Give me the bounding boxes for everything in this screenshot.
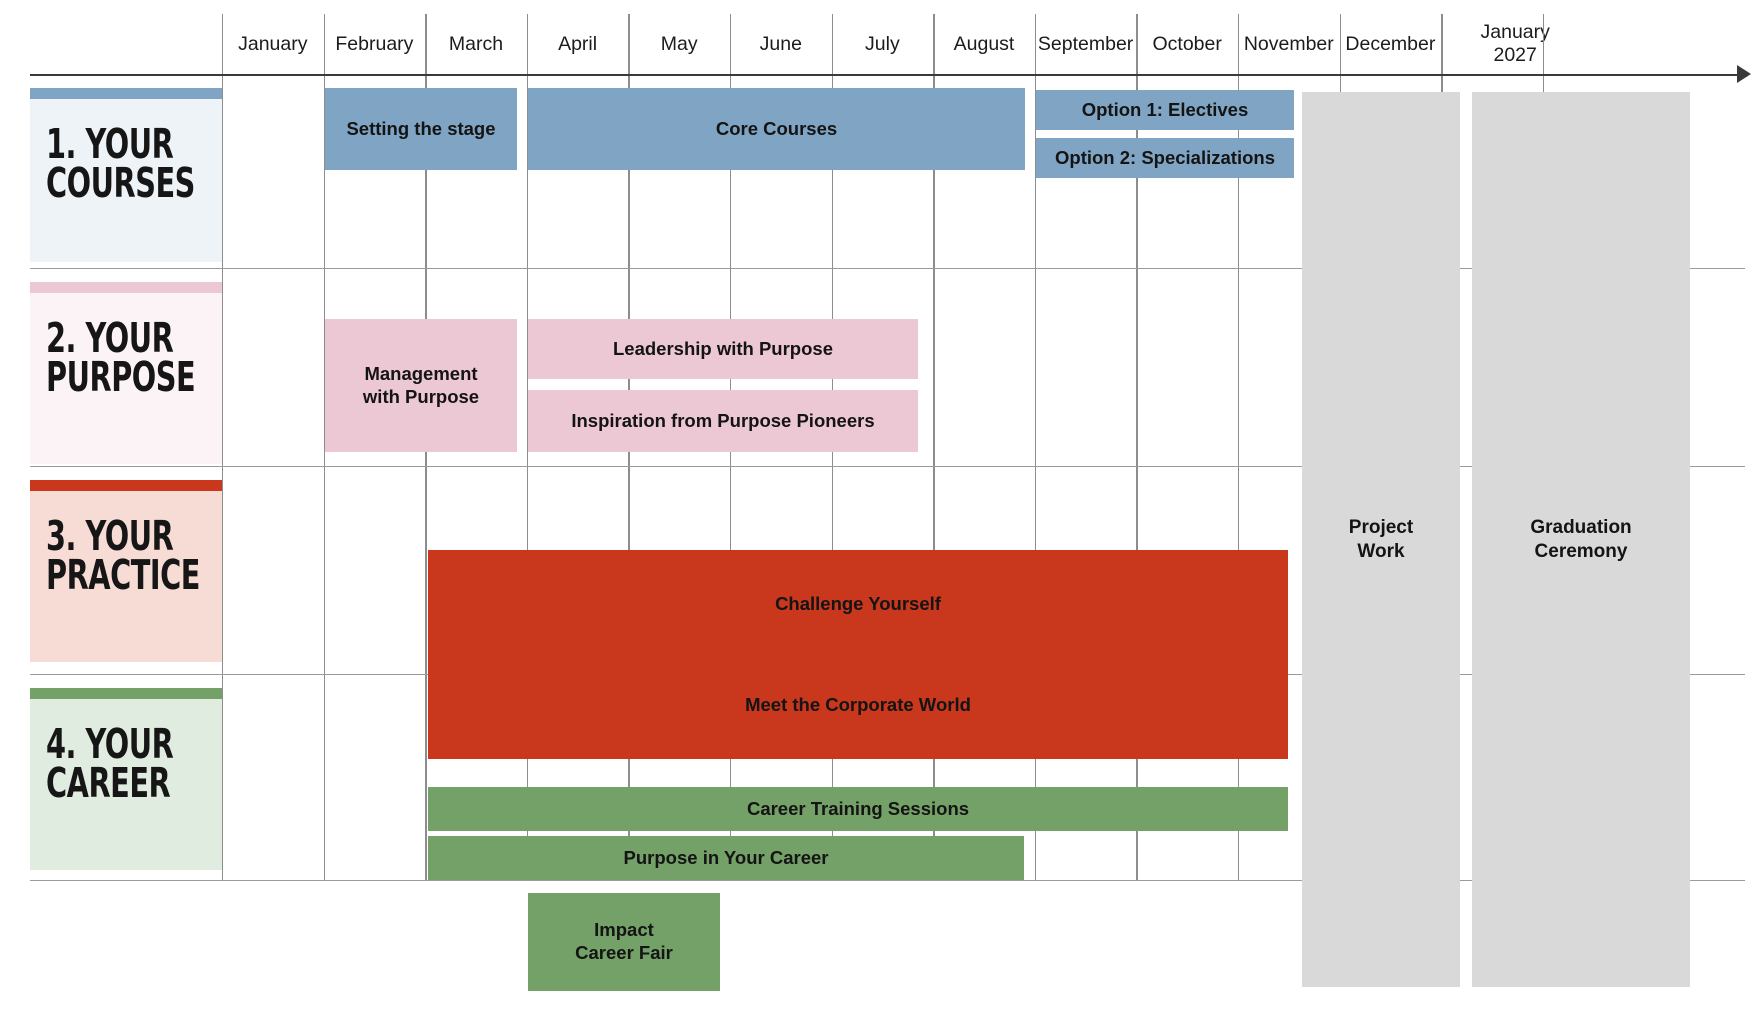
task-bar-option-1-electives[interactable]: Option 1: Electives bbox=[1036, 90, 1294, 130]
category-title-2: 2. YOUR PURPOSE bbox=[46, 314, 196, 402]
category-accent-bar-3 bbox=[30, 480, 222, 491]
task-bar-career-training-sessions[interactable]: Career Training Sessions bbox=[428, 787, 1288, 831]
month-label-11: December bbox=[1345, 32, 1436, 55]
category-title-3: 3. YOUR PRACTICE bbox=[46, 512, 200, 600]
month-label-8: September bbox=[1037, 32, 1134, 55]
month-label-5: June bbox=[759, 32, 802, 55]
month-label-6: July bbox=[865, 32, 900, 55]
task-bar-graduation-ceremony[interactable]: Graduation Ceremony bbox=[1472, 92, 1690, 987]
task-bar-option-2-specializations[interactable]: Option 2: Specializations bbox=[1036, 138, 1294, 178]
gridline-v-10 bbox=[1238, 14, 1240, 880]
timeline-arrow-icon bbox=[1737, 65, 1751, 83]
category-accent-bar-4 bbox=[30, 688, 222, 699]
gridline-v-0 bbox=[222, 14, 224, 880]
gridline-v-7 bbox=[933, 14, 935, 880]
month-label-4: May bbox=[660, 32, 698, 55]
month-label-7: August bbox=[953, 32, 1015, 55]
task-bar-purpose-in-your-career[interactable]: Purpose in Your Career bbox=[428, 836, 1024, 880]
category-accent-bar-1 bbox=[30, 88, 222, 99]
task-bar-challenge-yourself[interactable]: Challenge Yourself bbox=[428, 550, 1288, 658]
month-label-2: March bbox=[448, 32, 504, 55]
category-panel-3[interactable]: 3. YOUR PRACTICE bbox=[30, 480, 222, 662]
task-bar-setting-the-stage[interactable]: Setting the stage bbox=[325, 88, 517, 170]
task-bar-impact-career-fair[interactable]: Impact Career Fair bbox=[528, 893, 720, 991]
category-accent-bar-2 bbox=[30, 282, 222, 293]
task-bar-leadership-with-purpose[interactable]: Leadership with Purpose bbox=[528, 319, 918, 379]
task-bar-core-courses[interactable]: Core Courses bbox=[528, 88, 1025, 170]
category-title-1: 1. YOUR COURSES bbox=[46, 120, 195, 208]
category-panel-4[interactable]: 4. YOUR CAREER bbox=[30, 688, 222, 870]
gridline-v-8 bbox=[1034, 14, 1037, 880]
row-separator-0 bbox=[30, 268, 1745, 270]
month-label-10: November bbox=[1243, 32, 1334, 55]
gridline-v-9 bbox=[1136, 14, 1138, 880]
gridline-v-1 bbox=[323, 14, 325, 880]
month-label-3: April bbox=[558, 32, 598, 55]
category-panel-2[interactable]: 2. YOUR PURPOSE bbox=[30, 282, 222, 464]
task-bar-management-with-purpose[interactable]: Management with Purpose bbox=[325, 319, 517, 452]
row-separator-3 bbox=[30, 880, 1745, 882]
row-separator-1 bbox=[30, 466, 1745, 468]
category-title-4: 4. YOUR CAREER bbox=[46, 720, 174, 808]
task-bar-inspiration-from-purpose-pioneers[interactable]: Inspiration from Purpose Pioneers bbox=[528, 390, 918, 452]
task-bar-meet-the-corporate-world[interactable]: Meet the Corporate World bbox=[428, 651, 1288, 759]
task-bar-project-work[interactable]: Project Work bbox=[1302, 92, 1460, 987]
timeline-axis-line bbox=[30, 74, 1745, 76]
month-label-12: January 2027 bbox=[1480, 21, 1550, 66]
category-panel-1[interactable]: 1. YOUR COURSES bbox=[30, 88, 222, 262]
month-label-9: October bbox=[1152, 32, 1222, 55]
month-label-1: February bbox=[335, 32, 414, 55]
gridline-v-3 bbox=[526, 14, 529, 880]
month-label-0: January bbox=[238, 32, 308, 55]
